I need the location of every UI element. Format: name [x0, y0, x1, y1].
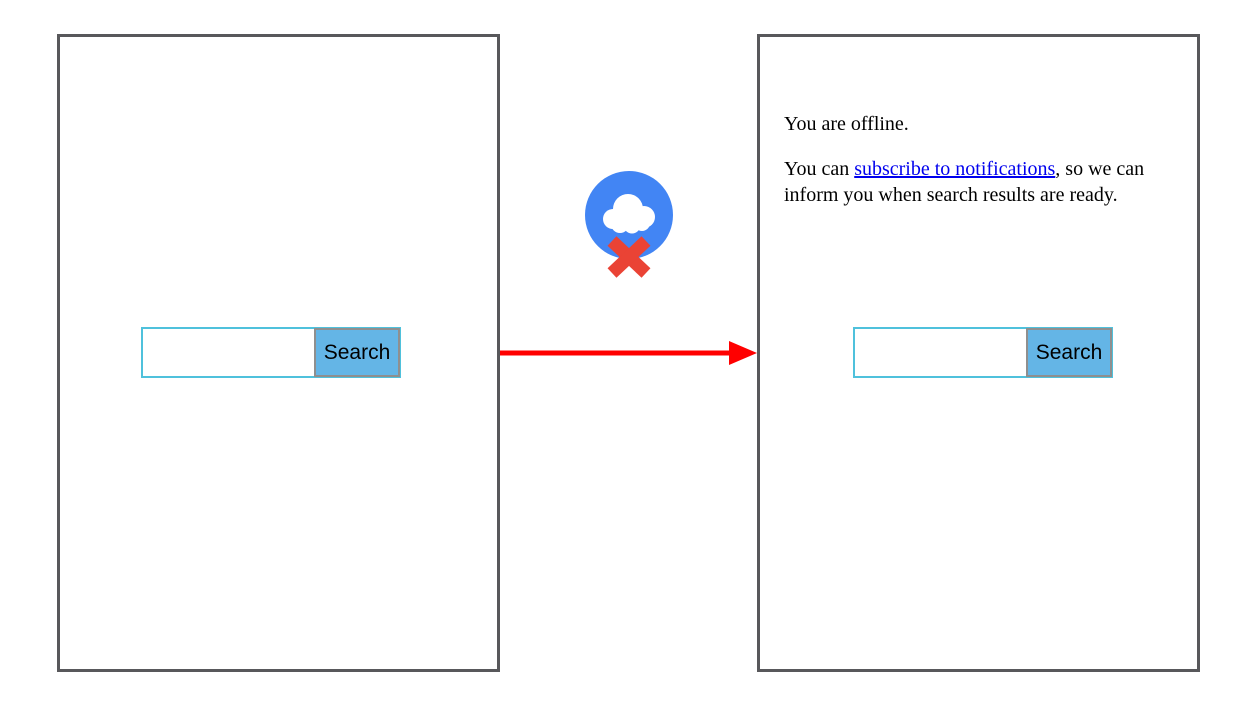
- cloud-offline-icon: [585, 171, 673, 278]
- offline-text-block: You are offline. You can subscribe to no…: [784, 111, 1188, 208]
- search-button[interactable]: Search: [1026, 328, 1112, 377]
- subscribe-message-before: You can: [784, 158, 855, 180]
- subscribe-link[interactable]: subscribe to notifications: [854, 158, 1056, 180]
- search-input[interactable]: [855, 329, 1025, 376]
- offline-message: You are offline.: [784, 113, 909, 135]
- subscribe-message: You can subscribe to notifications, so w…: [784, 156, 1188, 208]
- search-input[interactable]: [143, 329, 313, 376]
- flow-arrow-icon: [500, 341, 757, 365]
- search-form-after: Search: [853, 327, 1113, 378]
- browser-frame-after: You are offline. You can subscribe to no…: [757, 34, 1200, 672]
- search-button[interactable]: Search: [314, 328, 400, 377]
- browser-frame-before: Search: [57, 34, 500, 672]
- subscribe-message-after: , so we can inform you when search resul…: [784, 158, 1145, 206]
- search-form-before: Search: [141, 327, 401, 378]
- x-mark-icon: [607, 236, 651, 278]
